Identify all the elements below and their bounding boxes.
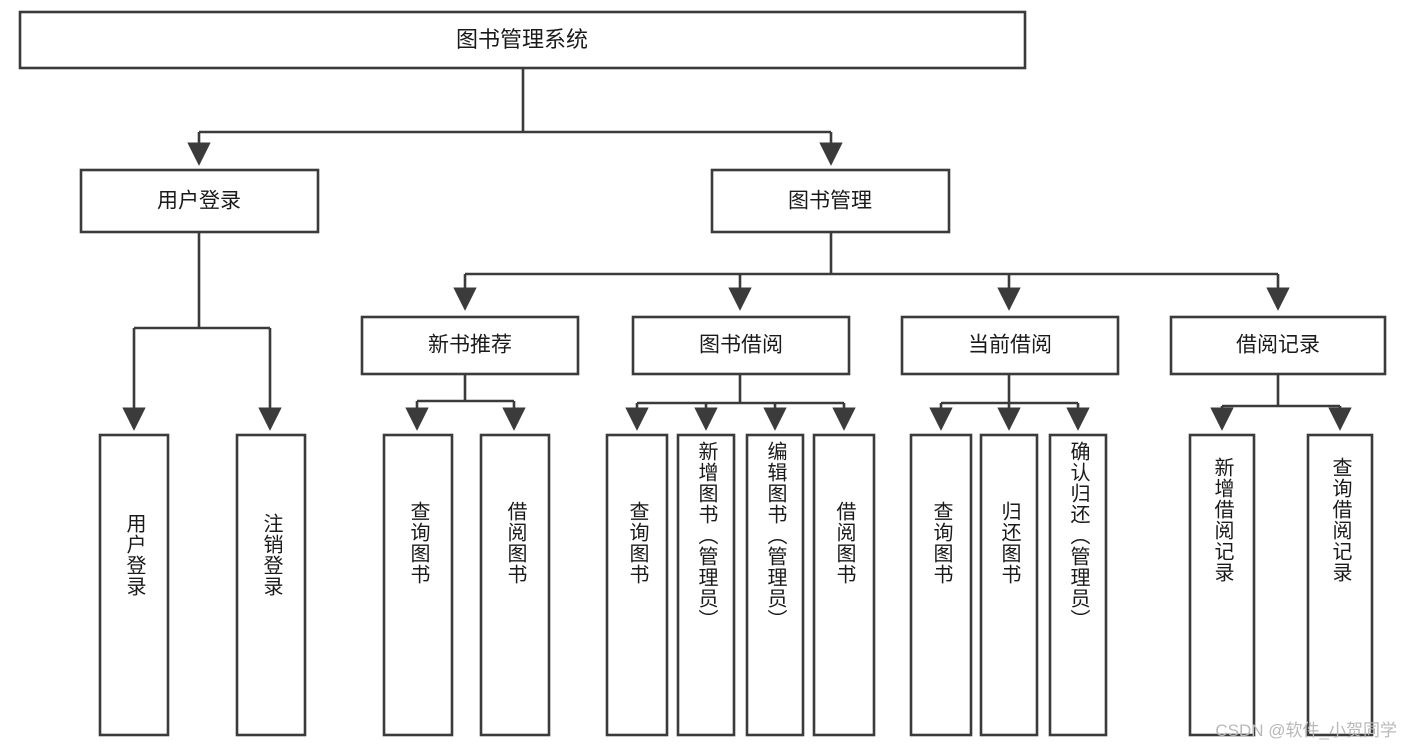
node-borrow-record-label: 借阅记录 [1236, 334, 1320, 357]
leaf-query-book-2-box[interactable] [605, 433, 669, 737]
leaf-query-book-1-box[interactable] [382, 433, 454, 737]
node-root-box[interactable] [18, 10, 1027, 70]
leaf-query-book-3-box[interactable] [909, 433, 973, 737]
leaf-user-login-box[interactable] [98, 433, 170, 737]
node-book-borrow[interactable]: 图书借阅 [631, 315, 851, 376]
node-current-borrow-box[interactable] [900, 315, 1120, 376]
node-new-book-recommend[interactable]: 新书推荐 [360, 315, 580, 376]
node-borrow-record[interactable]: 借阅记录 [1169, 315, 1387, 376]
leaf-logout-login-box[interactable] [235, 433, 307, 737]
leaf-query-record-box[interactable] [1306, 433, 1374, 737]
node-user-login-box[interactable] [79, 168, 320, 234]
node-book-management[interactable]: 图书管理 [710, 168, 951, 234]
node-root-label: 图书管理系统 [456, 27, 588, 52]
node-user-login-label: 用户登录 [157, 190, 241, 213]
leaf-return-book-box[interactable] [979, 433, 1039, 737]
leaf-borrow-book-1-box[interactable] [479, 433, 551, 737]
leaf-add-book-box[interactable] [676, 433, 736, 737]
connector-layer [122, 68, 1352, 431]
node-book-management-box[interactable] [710, 168, 951, 234]
node-book-borrow-box[interactable] [631, 315, 851, 376]
node-root[interactable]: 图书管理系统 [18, 10, 1027, 70]
node-book-management-label: 图书管理 [788, 190, 872, 213]
node-new-book-recommend-label: 新书推荐 [428, 334, 512, 357]
leaf-add-record-box[interactable] [1188, 433, 1256, 737]
node-current-borrow[interactable]: 当前借阅 [900, 315, 1120, 376]
node-user-login[interactable]: 用户登录 [79, 168, 320, 234]
node-current-borrow-label: 当前借阅 [968, 334, 1052, 357]
node-book-borrow-label: 图书借阅 [699, 334, 783, 357]
node-new-book-recommend-box[interactable] [360, 315, 580, 376]
leaf-borrow-book-2-box[interactable] [812, 433, 876, 737]
leaf-edit-book-box[interactable] [745, 433, 805, 737]
leaf-confirm-return-box[interactable] [1048, 433, 1108, 737]
node-borrow-record-box[interactable] [1169, 315, 1387, 376]
